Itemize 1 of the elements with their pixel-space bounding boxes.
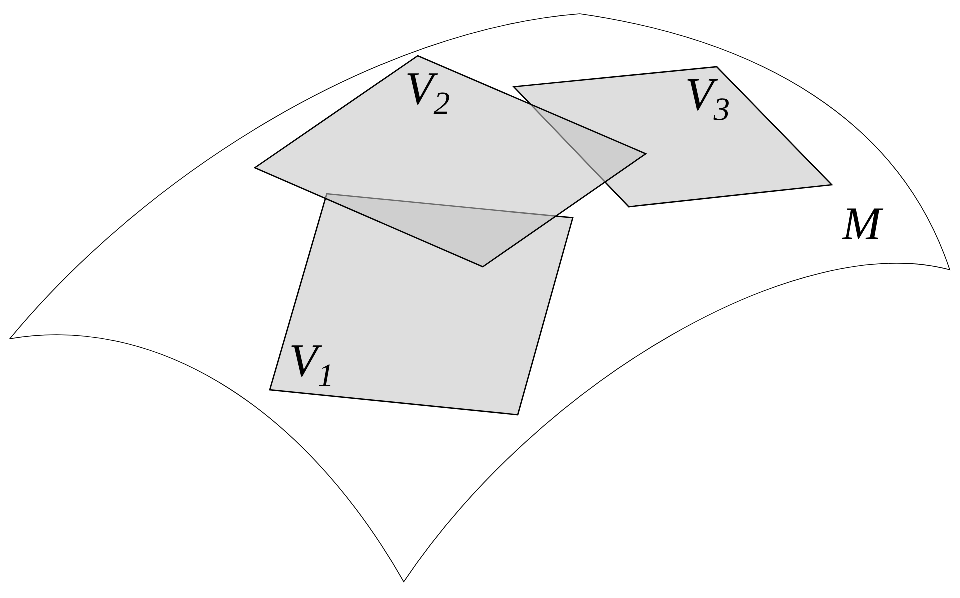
shaded-patch: V$_{1}$ — [269, 193, 574, 416]
